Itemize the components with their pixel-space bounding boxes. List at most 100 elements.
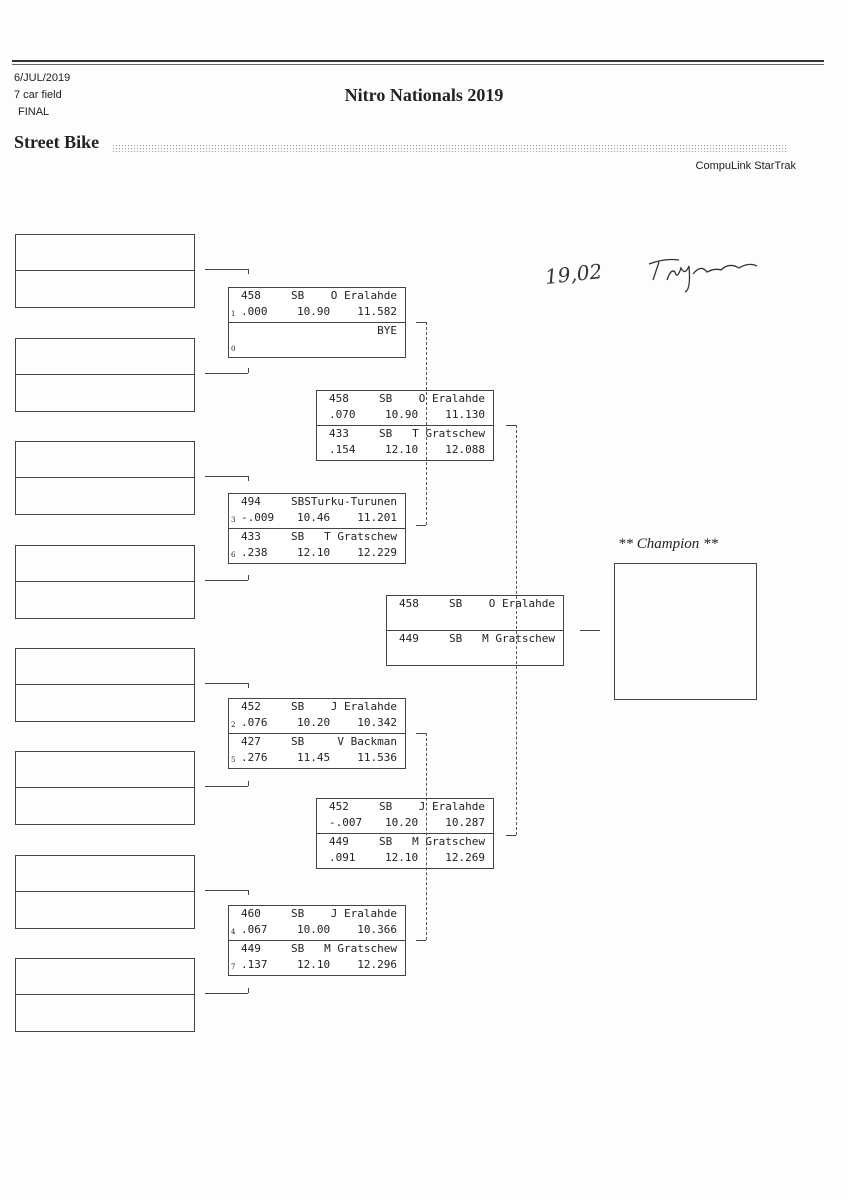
racer-cls: SB bbox=[291, 289, 305, 302]
racer-name: V Backman bbox=[337, 735, 397, 748]
connector-dashed bbox=[426, 322, 427, 525]
handwritten-note: 19,02 bbox=[543, 259, 604, 289]
leader-line bbox=[205, 269, 248, 270]
lane-divider bbox=[16, 684, 194, 685]
racer-cls: SB bbox=[291, 735, 305, 748]
racer-seed: 2 bbox=[231, 721, 236, 729]
lane-divider bbox=[16, 891, 194, 892]
leader-line bbox=[205, 476, 248, 477]
racer-dial: 12.10 bbox=[385, 443, 419, 456]
racer-car: 433 bbox=[241, 530, 261, 543]
lane-divider bbox=[16, 270, 194, 271]
lane-box bbox=[15, 751, 195, 825]
racer-rt: .000 bbox=[241, 305, 268, 318]
racer-et: 12.088 bbox=[445, 443, 485, 456]
field-size: 7 car field bbox=[14, 89, 62, 101]
lane-box bbox=[15, 545, 195, 619]
racer-cls: SBS bbox=[291, 495, 311, 508]
racer-car: 449 bbox=[241, 942, 261, 955]
leader-line bbox=[205, 993, 248, 994]
connector-dashed bbox=[516, 425, 517, 835]
racer-car: 452 bbox=[329, 800, 349, 813]
racer-seed: 3 bbox=[231, 516, 236, 524]
event-title: Nitro Nationals 2019 bbox=[344, 85, 504, 105]
racer-rt: .091 bbox=[329, 851, 356, 864]
racer-et: 10.287 bbox=[445, 816, 485, 829]
racer-name: O Eralahde bbox=[418, 392, 485, 405]
racer-cls: SB bbox=[449, 632, 463, 645]
leader-line bbox=[205, 683, 248, 684]
racer-et: 11.130 bbox=[445, 408, 485, 421]
racer-dial: 10.20 bbox=[297, 716, 331, 729]
racer-seed: 7 bbox=[231, 963, 236, 971]
leader-tick bbox=[248, 476, 249, 481]
racer-et: 11.582 bbox=[357, 305, 397, 318]
champion-label: ** Champion ** bbox=[618, 536, 719, 552]
racer-rt: -.009 bbox=[241, 511, 275, 524]
racer-rt: .067 bbox=[241, 923, 268, 936]
connector-line bbox=[416, 940, 426, 941]
racer-dial: 10.90 bbox=[297, 305, 331, 318]
racer-name: J Eralahde bbox=[418, 800, 485, 813]
racer-cls: SB bbox=[291, 700, 305, 713]
leader-tick bbox=[248, 368, 249, 373]
leader-line bbox=[205, 373, 248, 374]
leader-tick bbox=[248, 988, 249, 993]
racer-car: 452 bbox=[241, 700, 261, 713]
racer-rt: .076 bbox=[241, 716, 268, 729]
racer-name: O Eralahde bbox=[488, 597, 555, 610]
racer-rt: .070 bbox=[329, 408, 356, 421]
racer-cls: SB bbox=[291, 907, 305, 920]
racer-seed: 1 bbox=[231, 310, 236, 318]
connector-line bbox=[416, 733, 426, 734]
racer-car: 458 bbox=[399, 597, 419, 610]
racer-name: Turku-Turunen bbox=[310, 495, 397, 508]
event-date: 6/JUL/2019 bbox=[14, 72, 71, 84]
racer-car: 458 bbox=[329, 392, 349, 405]
racer-et: 10.342 bbox=[357, 716, 397, 729]
connector-line bbox=[506, 835, 516, 836]
champion-box bbox=[614, 563, 757, 700]
dotted-leader bbox=[112, 144, 786, 152]
bracket-status: FINAL bbox=[18, 106, 50, 118]
racer-seed: 5 bbox=[231, 756, 236, 764]
racer-name: M Gratschew bbox=[482, 632, 555, 645]
lane-divider bbox=[16, 477, 194, 478]
header-rule bbox=[12, 64, 824, 65]
racer-rt: -.007 bbox=[329, 816, 363, 829]
connector-line bbox=[506, 425, 516, 426]
racer-rt: .137 bbox=[241, 958, 268, 971]
connector-line bbox=[416, 525, 426, 526]
lane-box bbox=[15, 441, 195, 515]
racer-car: 494 bbox=[241, 495, 261, 508]
software-name: CompuLink StarTrak bbox=[695, 160, 796, 172]
racer-et: 10.366 bbox=[357, 923, 397, 936]
leader-tick bbox=[248, 890, 249, 895]
racer-car: 427 bbox=[241, 735, 261, 748]
racer-cls: SB bbox=[379, 392, 393, 405]
racer-rt: .276 bbox=[241, 751, 268, 764]
racer-name: T Gratschew bbox=[324, 530, 397, 543]
lane-box bbox=[15, 958, 195, 1032]
signature bbox=[648, 258, 758, 293]
racer-rt: .238 bbox=[241, 546, 268, 559]
racer-dial: 12.10 bbox=[297, 546, 331, 559]
racer-rt: .154 bbox=[329, 443, 356, 456]
leader-tick bbox=[248, 269, 249, 274]
final-connector bbox=[580, 630, 600, 631]
racer-name: O Eralahde bbox=[330, 289, 397, 302]
